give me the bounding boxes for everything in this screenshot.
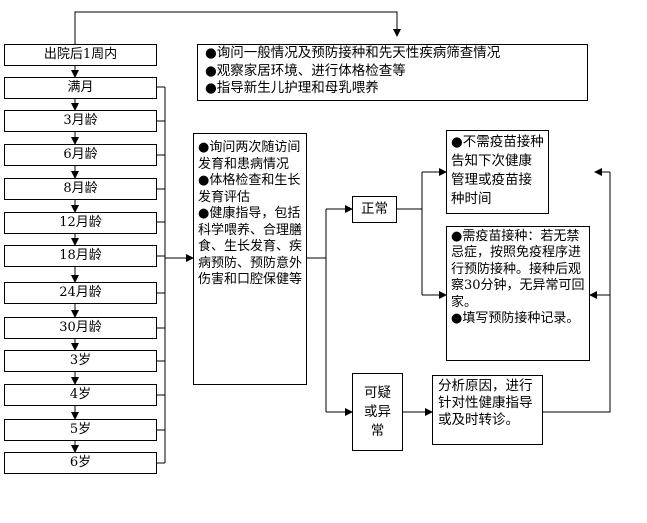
- no-vaccine-box: ●不需疫苗接种告知下次健康管理或疫苗接种时间: [446, 130, 549, 214]
- first-visit-item-3: ●指导新生儿护理和母乳喂养: [205, 80, 379, 96]
- visit-box-1week: 出院后1周内: [4, 44, 157, 66]
- collector-lines: [157, 86, 180, 464]
- visit-box-6months: 6月龄: [4, 144, 157, 166]
- visit-box-18months: 18月龄: [4, 245, 157, 267]
- followup-item-guidance: ●健康指导，包括科学喂养、合理膳食、生长发育、疾病预防、预防意外伤害和口腔保健等: [198, 206, 303, 287]
- followup-content-box: ●询问两次随访间发育和患病情况 ●体格检查和生长发育评估 ●健康指导，包括科学喂…: [193, 133, 307, 385]
- visit-box-3years: 3岁: [4, 350, 157, 372]
- split-branch: [307, 209, 327, 412]
- visit-box-8months: 8月龄: [4, 178, 157, 200]
- followup-item-exam: ●体格检查和生长发育评估: [198, 173, 301, 205]
- visit-box-4years: 4岁: [4, 384, 157, 406]
- visit-box-1month: 满月: [4, 77, 157, 99]
- abnormal-result-box: 可疑或异常: [352, 373, 403, 451]
- first-visit-item-2: ●观察家居环境、进行体格检查等: [205, 62, 406, 79]
- visit-box-5years: 5岁: [4, 419, 157, 441]
- visit-box-12months: 12月龄: [4, 212, 157, 234]
- followup-item-inquiry: ●询问两次随访间发育和患病情况: [198, 140, 301, 172]
- first-visit-item-1: ●询问一般情况及预防接种和先天性疾病筛查情况: [205, 45, 501, 61]
- visit-box-24months: 24月龄: [4, 282, 157, 304]
- normal-result-box: 正常: [352, 196, 397, 223]
- vaccine-item-record: ●填写预防接种记录。: [451, 311, 580, 327]
- visit-box-30months: 30月龄: [4, 317, 157, 339]
- connector-first-visit-info: [74, 11, 401, 44]
- vaccine-box: ●需疫苗接种：若无禁忌症，按照免疫程序进行预防接种。接种后观察30分钟，无异常可…: [446, 226, 590, 361]
- visit-box-3months: 3月龄: [4, 110, 157, 132]
- abnormal-action-box: 分析原因，进行针对性健康指导或及时转诊。: [432, 375, 543, 445]
- vaccine-item-procedure: ●需疫苗接种：若无禁忌症，按照免疫程序进行预防接种。接种后观察30分钟，无异常可…: [451, 229, 585, 310]
- visit-box-6years: 6岁: [4, 452, 157, 474]
- first-visit-info-box: ●询问一般情况及预防接种和先天性疾病筛查情况 ●观察家居环境、进行体格检查等 ●…: [197, 44, 588, 101]
